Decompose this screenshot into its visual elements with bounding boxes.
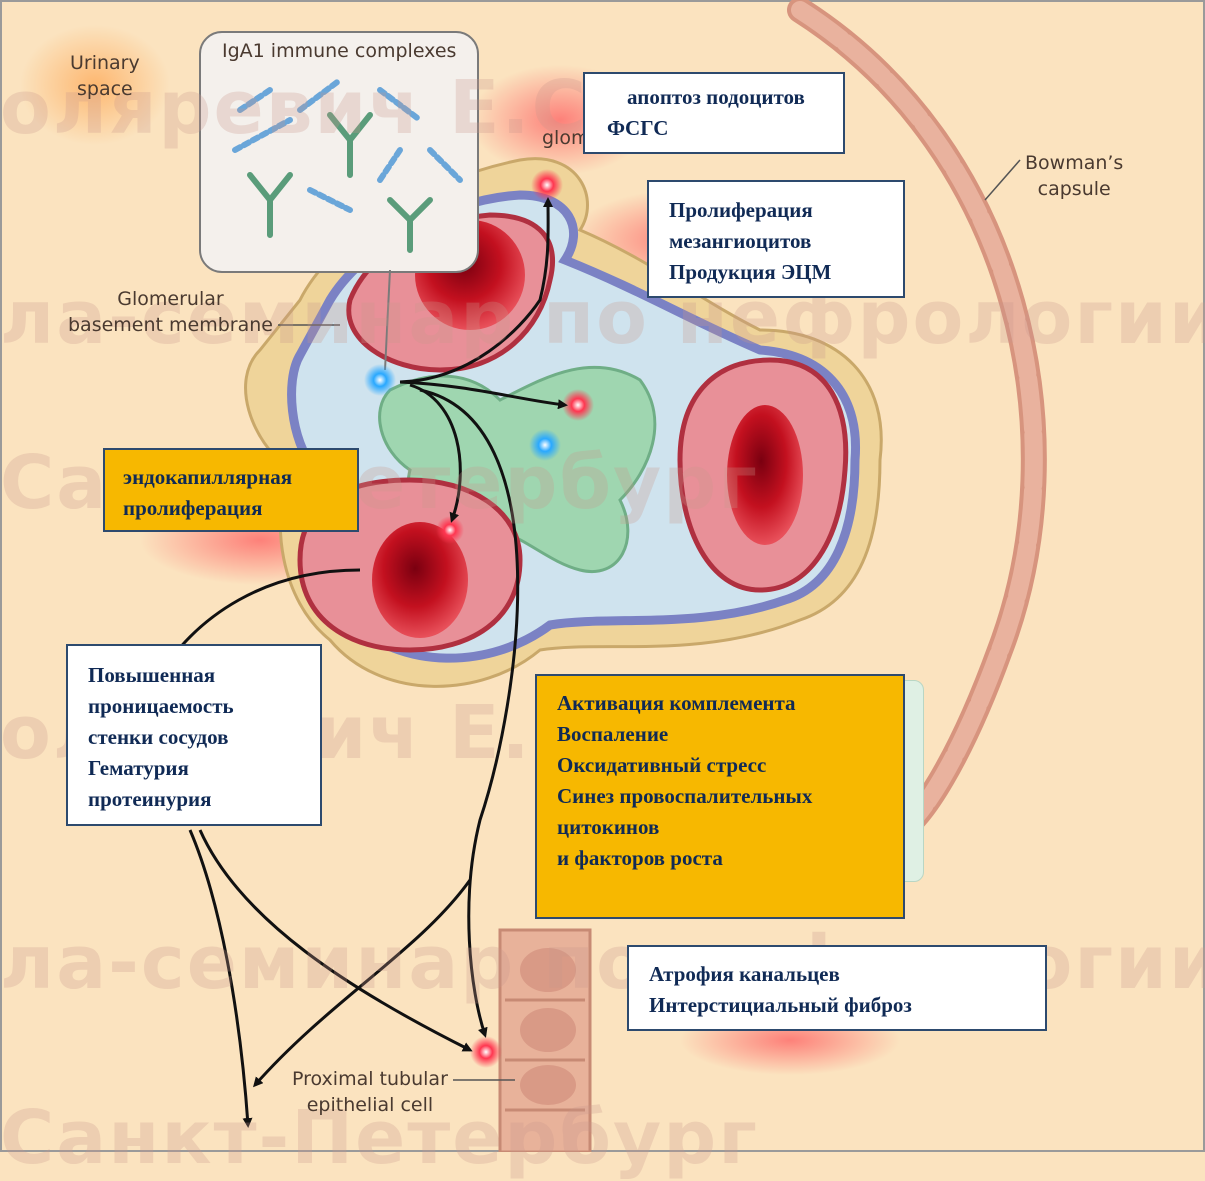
mesangial-proliferation-box: Пролиферация мезангиоцитов Продукция ЭЦМ: [647, 180, 905, 298]
proximal-tubular-label: Proximal tubular epithelial cell: [292, 1066, 448, 1118]
signal-dot-red-tubule: [470, 1036, 502, 1068]
gbm-label: Glomerular basement membrane: [68, 286, 273, 338]
signal-dot-red-mid: [562, 389, 594, 421]
endocapillary-box: эндокапиллярная пролиферация: [103, 448, 359, 532]
signal-dot-blue-1: [364, 364, 396, 396]
permeability-box: Повышенная проницаемость стенки сосудов …: [66, 644, 322, 826]
signal-dot-red-top: [531, 169, 563, 201]
tubular-atrophy-box: Атрофия канальцев Интерстициальный фибро…: [627, 945, 1047, 1031]
apoptosis-box: апоптоз подоцитов ФСГС: [583, 72, 845, 154]
bowmans-capsule-label: Bowman’s capsule: [1025, 150, 1123, 202]
iga1-complexes-label: IgA1 immune complexes: [222, 38, 456, 64]
complement-activation-box: Активация комплемента Воспаление Оксидат…: [535, 674, 905, 919]
urinary-space-label: Urinary space: [70, 50, 140, 102]
